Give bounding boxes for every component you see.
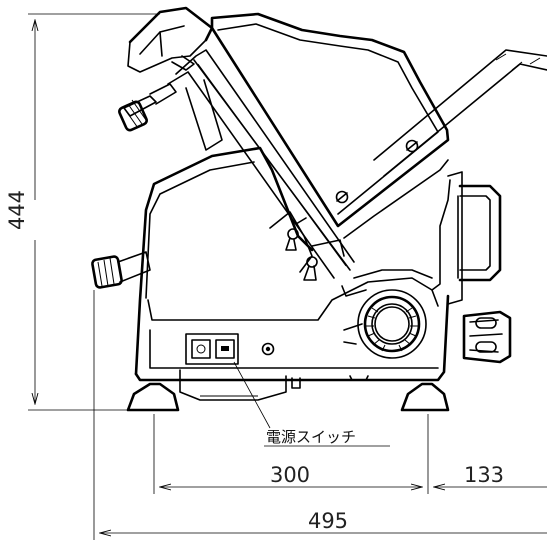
food-carriage-tray <box>127 6 214 73</box>
rear-knob <box>462 310 512 364</box>
power-switch <box>185 333 239 365</box>
pusher-arm <box>167 49 355 281</box>
carriage-rail <box>343 49 547 239</box>
rear-handle <box>458 184 502 282</box>
dimension-lines <box>28 13 547 540</box>
thickness-knob <box>118 83 177 132</box>
thickness-dial <box>357 289 427 359</box>
power-switch-callout-label: 電源スイッチ <box>266 428 356 446</box>
dim-depth-right-label: 133 <box>464 463 504 487</box>
base-housing <box>134 146 463 401</box>
dim-height-label: 444 <box>5 190 29 230</box>
dim-depth-left-label: 300 <box>270 463 310 487</box>
slicer-machine-drawing <box>91 6 547 412</box>
rear-foot <box>400 382 450 412</box>
blade-guard-cover <box>210 12 450 228</box>
front-foot <box>126 382 180 412</box>
indicator-lamp <box>261 342 275 356</box>
dim-overall-width-label: 495 <box>308 509 348 533</box>
